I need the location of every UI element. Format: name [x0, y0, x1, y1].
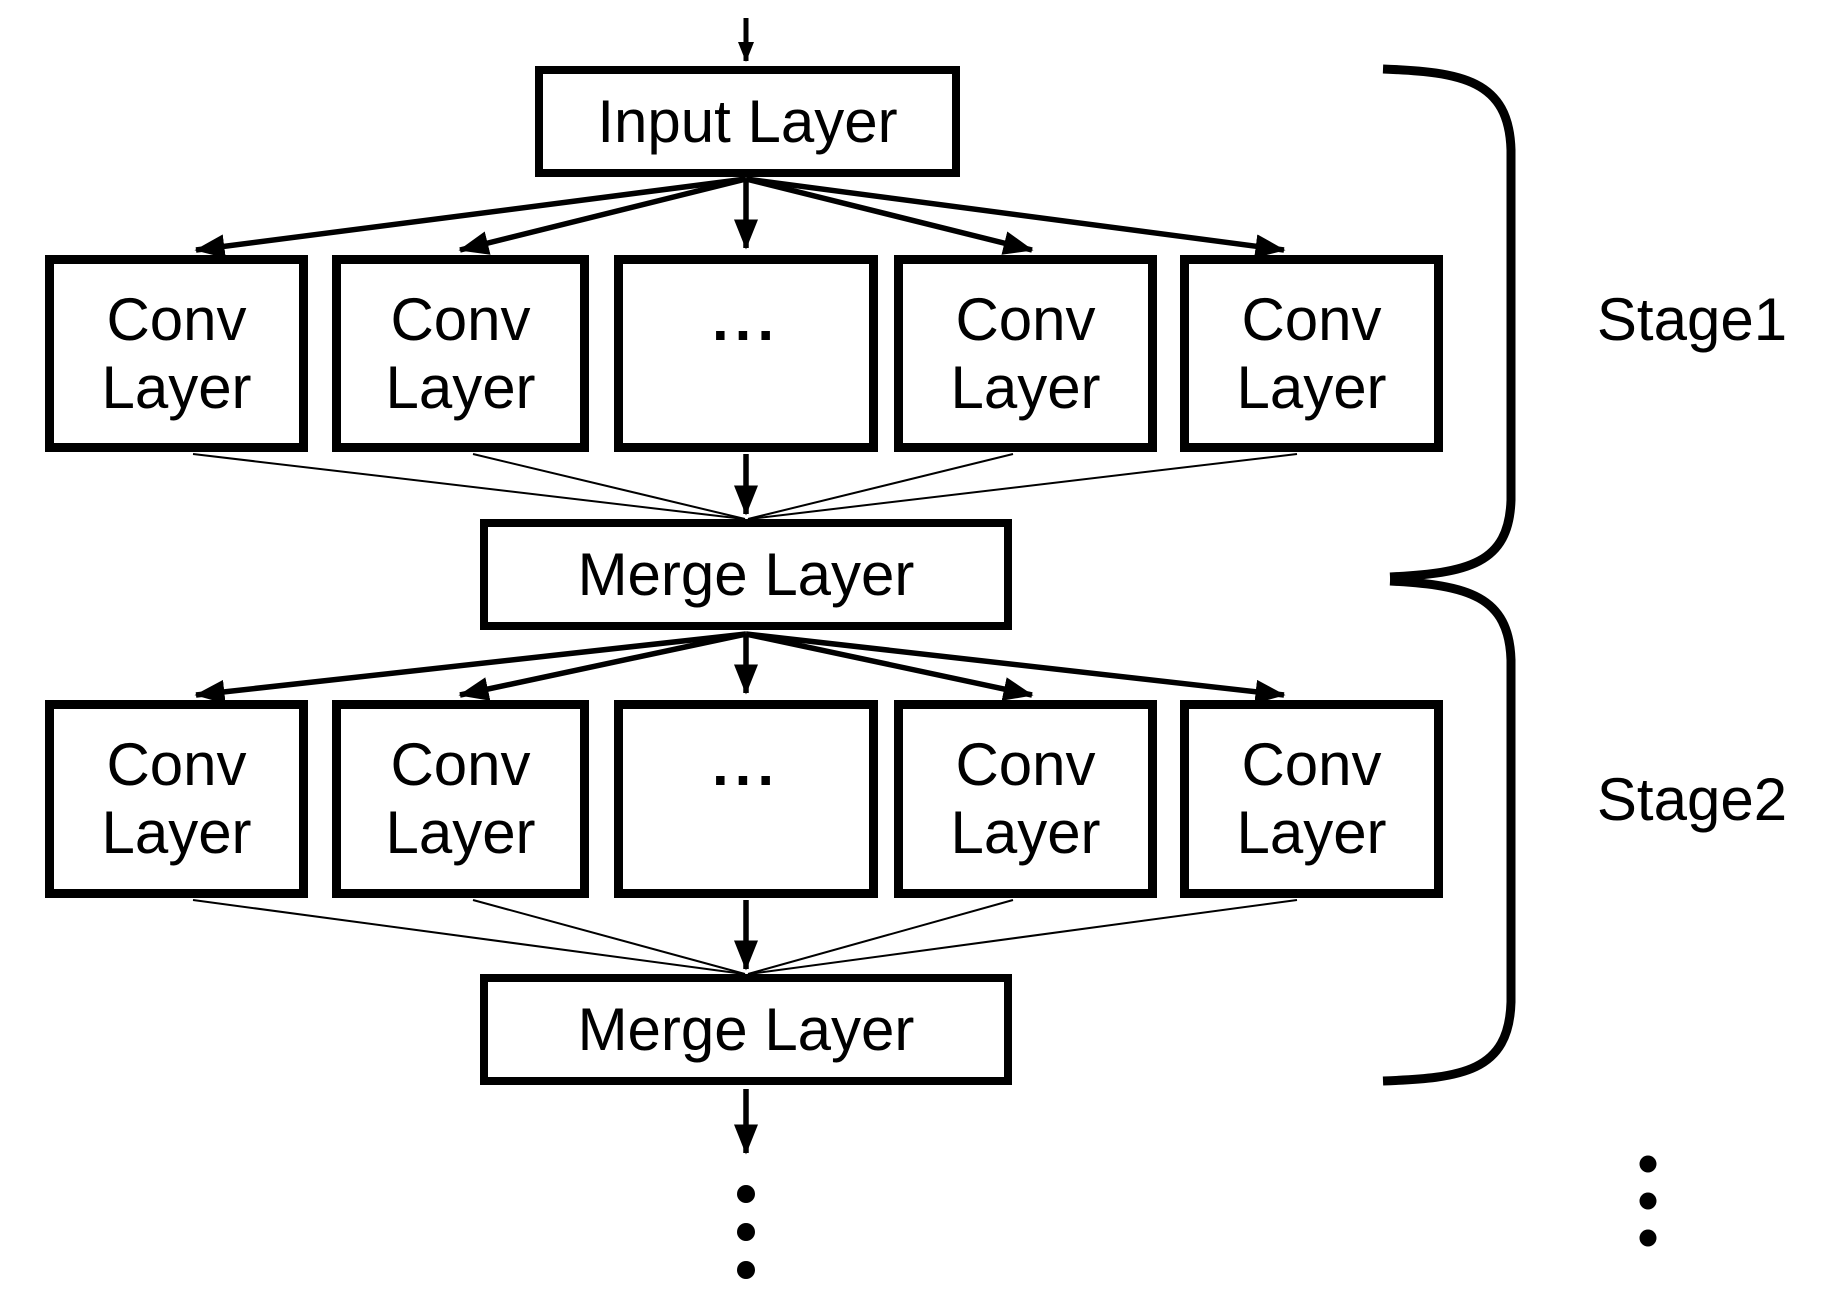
conv-label-line2: Layer [950, 799, 1101, 866]
conv-label-line2: Layer [950, 353, 1101, 421]
conv-label-line2: Layer [101, 353, 252, 421]
stage2-converge-lines [192, 899, 1298, 975]
merge-layer-label: Merge Layer [577, 540, 915, 608]
conv-label-line1: Conv [1241, 731, 1382, 798]
conv-label-line1: Conv [955, 285, 1096, 353]
conv-label-line2: Layer [385, 799, 536, 866]
stage1-conv-box-4: Conv Layer [894, 255, 1157, 452]
ellipsis-label: ... [711, 285, 780, 353]
stage2-conv-box-1: Conv Layer [45, 700, 308, 898]
conv-label-line1: Conv [390, 285, 531, 353]
input-fanout-arrows [194, 176, 1286, 259]
stage1-bracket [1382, 64, 1516, 582]
merge1-fanout-arrows [194, 631, 1286, 704]
stage1-conv-box-1: Conv Layer [45, 255, 308, 452]
stage2-ellipsis-box: ... [614, 700, 878, 898]
stage2-conv-box-2: Conv Layer [332, 700, 589, 898]
stage2-merge-layer-box: Merge Layer [480, 974, 1012, 1085]
merge-layer-label: Merge Layer [577, 995, 915, 1063]
input-layer-label: Input Layer [597, 87, 898, 155]
conv-label-line2: Layer [385, 353, 536, 421]
conv-label-line1: Conv [955, 731, 1096, 798]
conv-label-line2: Layer [101, 799, 252, 866]
stage1-label: Stage1 [1596, 285, 1788, 353]
stage1-conv-box-5: Conv Layer [1180, 255, 1443, 452]
input-layer-box: Input Layer [535, 66, 960, 177]
vertical-ellipsis-icon [737, 1185, 755, 1279]
vertical-ellipsis-icon [1639, 1155, 1657, 1247]
stage1-conv-box-2: Conv Layer [332, 255, 589, 452]
stage2-conv-box-4: Conv Layer [894, 700, 1157, 898]
stage1-ellipsis-box: ... [614, 255, 878, 452]
stage2-bracket [1382, 576, 1516, 1086]
conv-label-line1: Conv [390, 731, 531, 798]
stage1-converge-lines [192, 453, 1298, 520]
conv-label-line1: Conv [106, 731, 247, 798]
stage1-merge-layer-box: Merge Layer [480, 519, 1012, 630]
ellipsis-label: ... [711, 731, 780, 798]
conv-label-line2: Layer [1236, 799, 1387, 866]
stage2-label: Stage2 [1596, 765, 1788, 833]
conv-label-line1: Conv [106, 285, 247, 353]
conv-label-line1: Conv [1241, 285, 1382, 353]
conv-label-line2: Layer [1236, 353, 1387, 421]
stage2-conv-box-5: Conv Layer [1180, 700, 1443, 898]
